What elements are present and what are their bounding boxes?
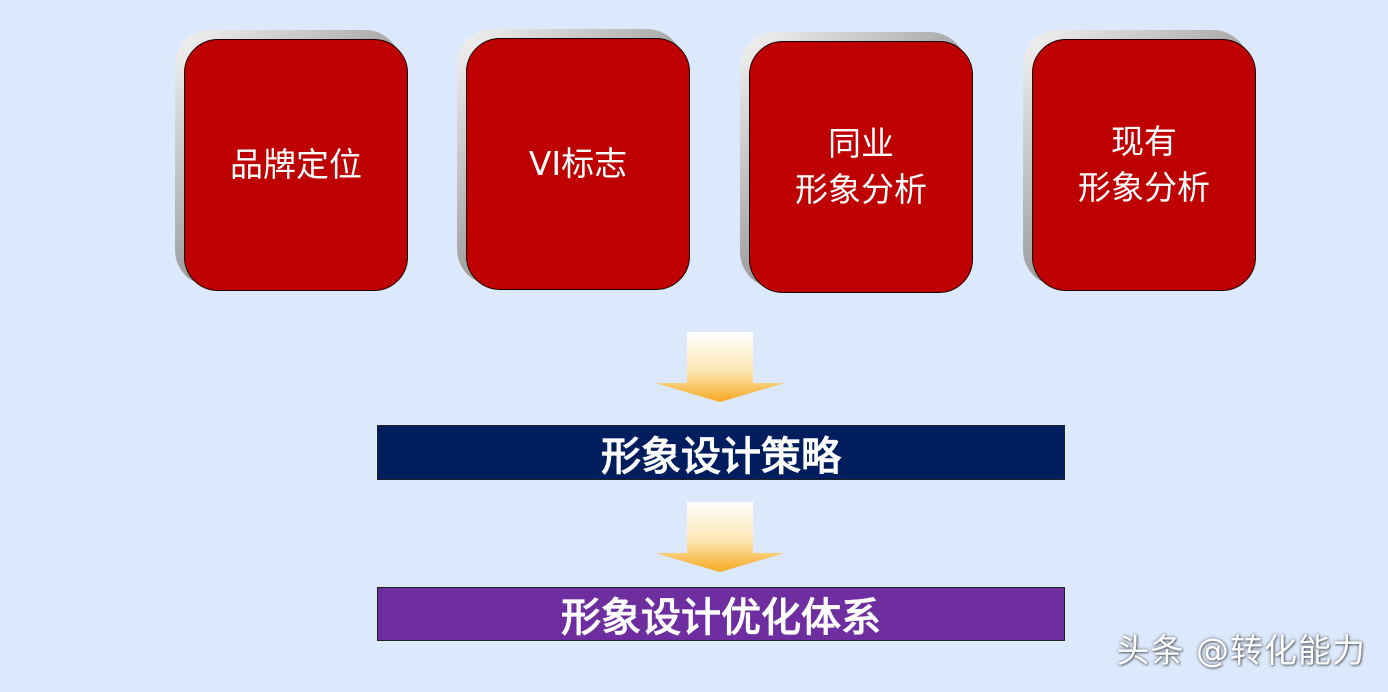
watermark: 头条 @转化能力: [1116, 631, 1366, 670]
box-current-image-analysis: 现有 形象分析: [1032, 39, 1256, 291]
optimization-system-bar: 形象设计优化体系: [377, 587, 1065, 641]
strategy-bar: 形象设计策略: [377, 425, 1065, 480]
box-industry-image-analysis-line2: 形象分析: [795, 170, 927, 209]
strategy-bar-label: 形象设计策略: [601, 433, 841, 480]
box-vi-logo: VI标志: [466, 38, 690, 290]
box-current-image-analysis-line1: 现有: [1111, 122, 1177, 161]
optimization-system-bar-label: 形象设计优化体系: [561, 595, 881, 641]
down-arrow-icon-1: [655, 331, 785, 403]
box-industry-image-analysis-line1: 同业: [828, 124, 894, 163]
box-vi-logo-label: VI标志: [528, 144, 628, 183]
box-brand-positioning: 品牌定位: [184, 39, 408, 291]
box-current-image-analysis-line2: 形象分析: [1078, 168, 1210, 207]
down-arrow-icon-2: [655, 501, 785, 573]
box-industry-image-analysis: 同业 形象分析: [749, 41, 973, 293]
box-brand-positioning-label: 品牌定位: [230, 145, 362, 184]
